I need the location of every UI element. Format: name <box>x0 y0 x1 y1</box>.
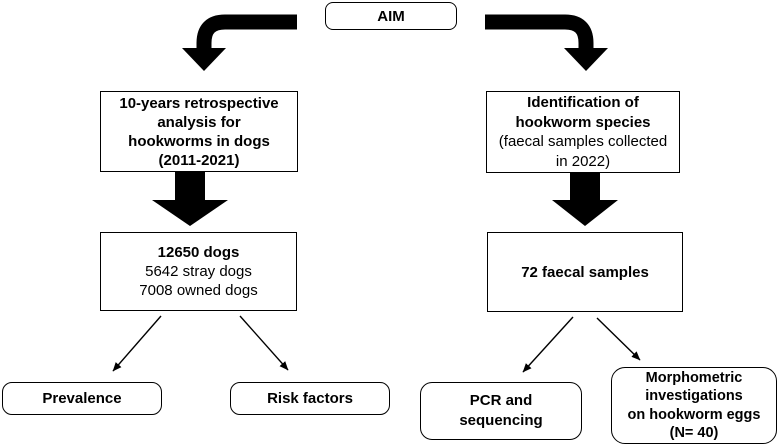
retrospective-analysis-box: 10-years retrospective analysis for hook… <box>100 91 298 172</box>
analysis-line: analysis for <box>157 113 241 131</box>
identification-line: hookworm species <box>515 113 651 131</box>
aim-label: AIM <box>377 7 405 25</box>
samples-to-morphometric-arrow <box>596 317 641 361</box>
analysis-line: hookworms in dogs <box>128 132 270 150</box>
dogs-total: 12650 dogs <box>157 244 240 261</box>
morphometric-line: Morphometric <box>645 369 743 386</box>
analysis-to-dogs-arrow <box>152 172 228 226</box>
prevalence-box: Prevalence <box>2 382 162 415</box>
risk-factors-box: Risk factors <box>230 382 390 415</box>
faecal-samples-label: 72 faecal samples <box>521 263 649 281</box>
stray-dogs-count: 5642 stray dogs <box>145 263 252 280</box>
aim-box: AIM <box>325 2 457 30</box>
pcr-line: sequencing <box>459 412 543 429</box>
identification-to-samples-arrow <box>552 172 618 226</box>
morphometric-line: on hookworm eggs <box>627 406 761 423</box>
identification-line: Identification of <box>527 94 639 111</box>
dogs-to-prevalence-arrow <box>112 315 162 372</box>
pcr-sequencing-box: PCR and sequencing <box>420 382 582 440</box>
morphometric-line: investigations <box>645 388 743 404</box>
risk-factors-label: Risk factors <box>267 390 353 407</box>
samples-to-pcr-arrow <box>522 316 574 373</box>
aim-to-right-arrow <box>485 14 608 71</box>
faecal-samples-box: 72 faecal samples <box>487 232 683 312</box>
pcr-line: PCR and <box>469 392 533 409</box>
identification-line: (faecal samples collected <box>498 133 668 150</box>
prevalence-label: Prevalence <box>42 390 122 407</box>
dogs-to-risk-factors-arrow <box>239 315 289 371</box>
owned-dogs-count: 7008 owned dogs <box>139 282 258 299</box>
aim-to-left-arrow <box>182 14 297 71</box>
identification-line: in 2022) <box>555 152 611 170</box>
analysis-line: (2011-2021) <box>158 151 240 169</box>
analysis-line: 10-years retrospective <box>119 94 279 112</box>
morphometric-line: (N= 40) <box>669 425 719 441</box>
identification-box: Identification of hookworm species (faec… <box>486 91 680 173</box>
morphometric-box: Morphometric investigations on hookworm … <box>611 367 777 444</box>
dogs-count-box: 12650 dogs 5642 stray dogs 7008 owned do… <box>100 232 297 311</box>
